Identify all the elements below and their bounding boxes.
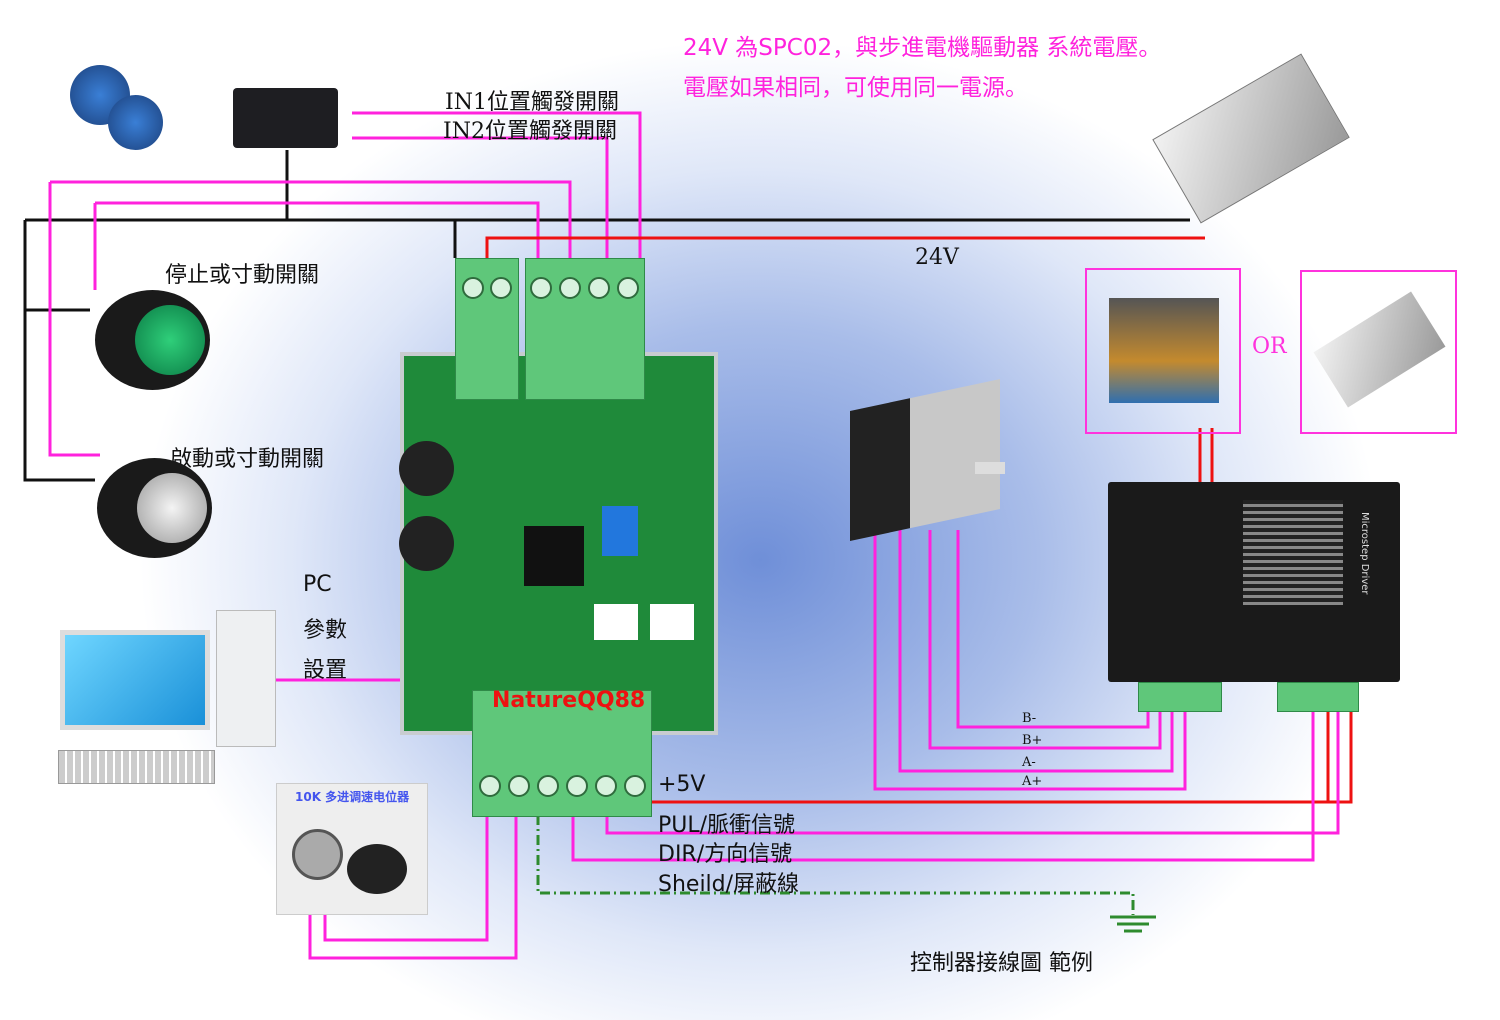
a-plus-label: A+	[1022, 774, 1043, 789]
transformer-icon	[1109, 298, 1219, 403]
board-brand: NatureQQ88	[492, 688, 646, 713]
5v-label: +5V	[658, 772, 706, 797]
controller-board	[399, 352, 718, 735]
ground-icon	[1110, 915, 1156, 933]
capacitor-icon	[399, 441, 454, 496]
proximity-sensor-icon	[108, 95, 163, 150]
a-minus-label: A-	[1022, 755, 1036, 770]
dir-wire	[571, 700, 1315, 862]
terminal-block-inputs	[525, 258, 645, 400]
in2-label: IN2位置觸發開關	[443, 119, 617, 144]
pc-label: PC	[303, 572, 332, 597]
note-line-2: 電壓如果相同，可使用同一電源。	[683, 75, 1028, 101]
driver-name: Microstep Driver	[1359, 512, 1370, 595]
stop-button-icon	[95, 290, 210, 390]
start-wire	[48, 180, 572, 457]
power-supply-icon	[1313, 291, 1446, 408]
stop-switch-label: 停止或寸動開關	[165, 263, 320, 288]
capacitor-icon	[399, 516, 454, 571]
in1-label: IN1位置觸發開關	[445, 90, 619, 115]
or-label: OR	[1252, 334, 1287, 359]
start-button-icon	[97, 458, 212, 558]
note-line-1: 24V 為SPC02，與步進電機驅動器 系統電壓。	[683, 35, 1162, 61]
params-label: 參數	[303, 618, 348, 643]
monitor-icon	[60, 630, 210, 730]
in2-wire	[352, 136, 609, 258]
start-switch-label: 啟動或寸動開關	[170, 447, 325, 472]
pul-label: PUL/脈衝信號	[658, 813, 796, 838]
power-supply-option	[1300, 270, 1457, 434]
b-plus-label: B+	[1022, 733, 1043, 748]
in1-wire	[352, 111, 642, 258]
potentiometer-label: 10K 多进调速电位器	[295, 790, 410, 804]
stepper-driver: Microstep Driver	[1108, 482, 1400, 682]
driver-terminal-signal	[1277, 682, 1359, 712]
shield-wire	[536, 815, 1135, 915]
b-minus-label: B-	[1022, 711, 1037, 726]
diagram-caption: 控制器接線圖 範例	[910, 951, 1093, 976]
stop-wire	[93, 201, 540, 290]
mcu-chip-icon	[524, 526, 584, 586]
shield-label: Sheild/屏蔽線	[658, 872, 800, 897]
dip-switch[interactable]	[602, 506, 638, 556]
transformer-option	[1085, 268, 1241, 434]
terminal-block-power	[455, 258, 519, 400]
24v-wire	[485, 236, 1205, 258]
setup-label: 設置	[303, 658, 348, 683]
24v-label: 24V	[915, 245, 959, 270]
terminal-block-output	[472, 690, 652, 817]
pul-wire	[605, 700, 1340, 835]
motor-shaft	[975, 462, 1005, 474]
driver-terminal-motor	[1138, 682, 1222, 712]
limit-switch-icon	[233, 88, 338, 148]
keyboard-icon	[58, 750, 215, 784]
pc-tower-icon	[216, 610, 276, 747]
potentiometer-image: 10K 多进调速电位器	[276, 783, 428, 915]
pot-wire	[308, 815, 518, 960]
5v-wire	[640, 700, 1353, 804]
dir-label: DIR/方向信號	[658, 842, 793, 867]
